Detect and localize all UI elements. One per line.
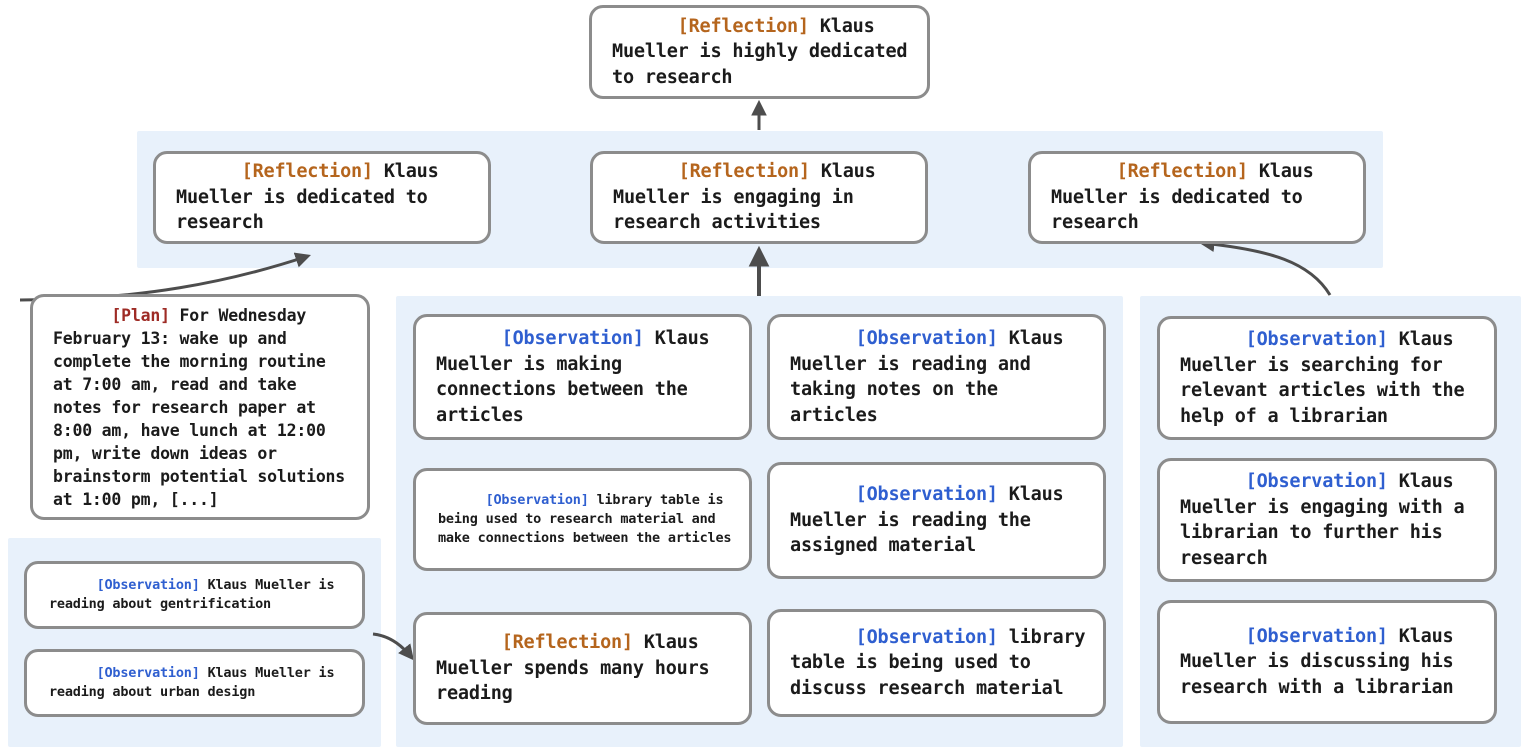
- node-col2-obs-3[interactable]: [Observation] library table is being use…: [767, 609, 1106, 717]
- node-body: Klaus Mueller is dedicated to research: [176, 161, 450, 234]
- tag-reflection: [Reflection]: [501, 632, 633, 654]
- node-text: [Observation] library table is being use…: [416, 472, 749, 567]
- node-text: [Observation] Klaus Mueller is reading t…: [770, 457, 1103, 585]
- node-text: [Observation] library table is being use…: [770, 599, 1103, 727]
- node-col3-obs-1[interactable]: [Observation] Klaus Mueller is searching…: [1157, 316, 1497, 440]
- node-text: [Reflection] Klaus Mueller is dedicated …: [1031, 134, 1363, 262]
- node-body: Klaus Mueller is engaging with a librari…: [1180, 471, 1476, 569]
- node-text: [Observation] Klaus Mueller is reading a…: [27, 557, 362, 633]
- node-reflection-left[interactable]: [Reflection] Klaus Mueller is dedicated …: [153, 151, 491, 244]
- tag-observation: [Observation]: [1245, 329, 1388, 350]
- node-obs-bottomleft-2[interactable]: [Observation] Klaus Mueller is reading a…: [24, 649, 365, 717]
- node-text: [Observation] Klaus Mueller is searching…: [1160, 302, 1494, 455]
- tag-observation: [Observation]: [485, 492, 589, 508]
- node-reflection-right[interactable]: [Reflection] Klaus Mueller is dedicated …: [1028, 151, 1366, 244]
- node-body: Klaus Mueller spends many hours reading: [436, 632, 721, 705]
- node-body: Klaus Mueller is highly dedicated to res…: [612, 15, 919, 88]
- tag-observation: [Observation]: [96, 665, 200, 681]
- node-body: Klaus Mueller is reading and taking note…: [790, 328, 1075, 426]
- node-col2-obs-2[interactable]: [Observation] Klaus Mueller is reading t…: [767, 462, 1106, 579]
- tag-reflection: [Reflection]: [678, 161, 810, 183]
- node-col3-obs-2[interactable]: [Observation] Klaus Mueller is engaging …: [1157, 458, 1497, 582]
- node-text: [Observation] Klaus Mueller is discussin…: [1160, 598, 1494, 726]
- tag-observation: [Observation]: [1245, 471, 1388, 492]
- tag-observation: [Observation]: [855, 484, 998, 506]
- node-body: Klaus Mueller is engaging in research ac…: [613, 161, 887, 234]
- node-text: [Observation] Klaus Mueller is engaging …: [1160, 444, 1494, 597]
- node-text: [Reflection] Klaus Mueller is highly ded…: [592, 0, 927, 116]
- node-text: [Plan] For Wednesday February 13: wake u…: [33, 281, 367, 534]
- node-root-reflection[interactable]: [Reflection] Klaus Mueller is highly ded…: [589, 5, 930, 99]
- node-col3-obs-3[interactable]: [Observation] Klaus Mueller is discussin…: [1157, 600, 1497, 724]
- node-col1-reflection-3[interactable]: [Reflection] Klaus Mueller spends many h…: [413, 612, 752, 725]
- tag-reflection: [Reflection]: [1116, 161, 1248, 183]
- tag-observation: [Observation]: [1245, 625, 1388, 647]
- tag-reflection: [Reflection]: [677, 15, 809, 37]
- node-body: Klaus Mueller is reading the assigned ma…: [790, 484, 1075, 557]
- node-plan[interactable]: [Plan] For Wednesday February 13: wake u…: [30, 294, 370, 520]
- node-text: [Observation] Klaus Mueller is reading a…: [770, 301, 1103, 454]
- node-obs-bottomleft-1[interactable]: [Observation] Klaus Mueller is reading a…: [24, 561, 365, 629]
- node-body: Klaus Mueller is dedicated to research: [1051, 161, 1325, 234]
- node-body: Klaus Mueller is reading about gentrific…: [49, 577, 343, 612]
- node-reflection-middle[interactable]: [Reflection] Klaus Mueller is engaging i…: [590, 151, 928, 244]
- tag-observation: [Observation]: [96, 577, 200, 593]
- node-text: [Reflection] Klaus Mueller is engaging i…: [593, 134, 925, 262]
- node-text: [Observation] Klaus Mueller is reading a…: [27, 645, 362, 721]
- tag-reflection: [Reflection]: [241, 161, 373, 183]
- node-col1-obs-2[interactable]: [Observation] library table is being use…: [413, 468, 752, 571]
- node-body: Klaus Mueller is making connections betw…: [436, 328, 721, 426]
- node-text: [Reflection] Klaus Mueller is dedicated …: [156, 134, 488, 262]
- node-body: library table is being used to discuss r…: [790, 626, 1097, 699]
- node-body: library table is being used to research …: [438, 492, 732, 546]
- tag-observation: [Observation]: [501, 328, 644, 349]
- node-text: [Observation] Klaus Mueller is making co…: [416, 301, 749, 454]
- node-body: Klaus Mueller is searching for relevant …: [1180, 329, 1476, 427]
- node-col2-obs-1[interactable]: [Observation] Klaus Mueller is reading a…: [767, 314, 1106, 440]
- tag-observation: [Observation]: [855, 328, 998, 349]
- tag-plan: [Plan]: [111, 305, 170, 325]
- tag-observation: [Observation]: [855, 626, 998, 648]
- node-col1-obs-1[interactable]: [Observation] Klaus Mueller is making co…: [413, 314, 752, 440]
- node-text: [Reflection] Klaus Mueller spends many h…: [416, 605, 749, 733]
- node-body: For Wednesday February 13: wake up and c…: [53, 305, 355, 509]
- node-body: Klaus Mueller is reading about urban des…: [49, 665, 343, 700]
- node-body: Klaus Mueller is discussing his research…: [1180, 625, 1465, 698]
